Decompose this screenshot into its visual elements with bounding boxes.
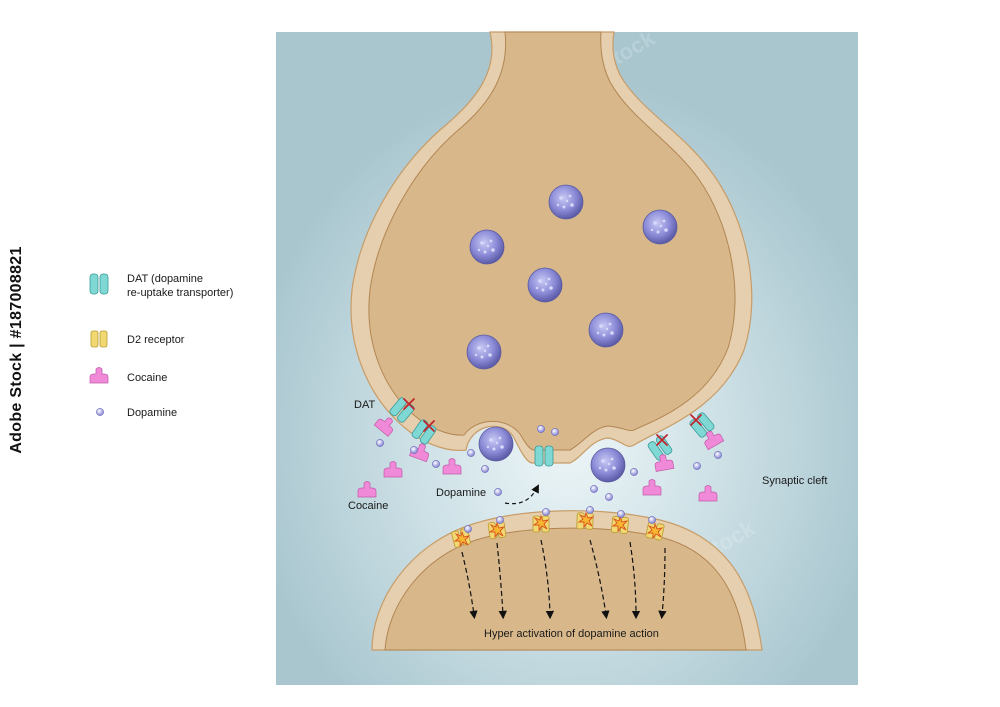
label-dopamine: Dopamine: [436, 487, 486, 499]
dopamine-molecule: [537, 425, 545, 433]
label-dat: DAT: [354, 399, 375, 411]
dopamine-molecule: [410, 446, 418, 454]
dopamine-molecule: [617, 510, 625, 518]
vesicle: [588, 312, 624, 348]
legend-item-cocaine: Cocaine: [89, 367, 167, 384]
dopamine-molecule: [586, 506, 594, 514]
dopamine-molecule: [648, 516, 656, 524]
vesicle: [469, 229, 505, 265]
label-cocaine: Cocaine: [348, 500, 388, 512]
dopamine-molecule: [432, 460, 440, 468]
legend-item-d2: D2 receptor: [90, 330, 185, 348]
presynaptic-neuron: [350, 31, 753, 464]
activation-arrow: [629, 541, 641, 620]
vesicle-releasing: [590, 447, 626, 483]
legend-label: Dopamine: [127, 407, 177, 419]
legend-label: D2 receptor: [127, 334, 185, 346]
dat-icon: [89, 273, 109, 295]
cocaine-icon: [89, 367, 109, 384]
vesicle: [466, 334, 502, 370]
dopamine-molecule: [693, 462, 701, 470]
label-hyper-activation: Hyper activation of dopamine action: [484, 628, 659, 640]
activation-arrow: [540, 539, 555, 620]
stock-id-text: Adobe Stock | #187008821: [8, 246, 25, 454]
vesicle: [527, 267, 563, 303]
legend-item-dopamine: Dopamine: [96, 407, 177, 419]
dopamine-molecule: [496, 516, 504, 524]
activation-arrow: [496, 542, 507, 620]
dopamine-molecule: [376, 439, 384, 447]
dopamine-molecule: [714, 451, 722, 459]
dopamine-icon: [96, 408, 104, 416]
dopamine-molecule: [494, 488, 502, 496]
reuptake-arrow: [504, 484, 539, 505]
vesicle: [642, 209, 678, 245]
activation-arrows: [461, 539, 667, 620]
dopamine-molecule: [605, 493, 613, 501]
d2-receptor-icon: [90, 330, 108, 348]
legend-item-dat: DAT (dopamine re-uptake transporter): [89, 273, 233, 299]
activation-arrow: [461, 551, 478, 620]
dopamine-molecule: [542, 508, 550, 516]
activation-arrow: [658, 547, 667, 620]
label-synaptic-cleft: Synaptic cleft: [762, 475, 827, 487]
legend-label: Cocaine: [127, 372, 167, 384]
dopamine-molecule: [630, 468, 638, 476]
legend: DAT (dopamine re-uptake transporter) D2 …: [89, 273, 233, 419]
dopamine-molecule: [467, 449, 475, 457]
dopamine-molecule: [551, 428, 559, 436]
vesicle: [548, 184, 584, 220]
vesicle-releasing: [478, 426, 514, 462]
dopamine-molecule: [481, 465, 489, 473]
dopamine-molecule: [590, 485, 598, 493]
legend-label: DAT (dopamine: [127, 273, 203, 285]
legend-label: re-uptake transporter): [127, 287, 233, 299]
dopamine-molecule: [464, 525, 472, 533]
